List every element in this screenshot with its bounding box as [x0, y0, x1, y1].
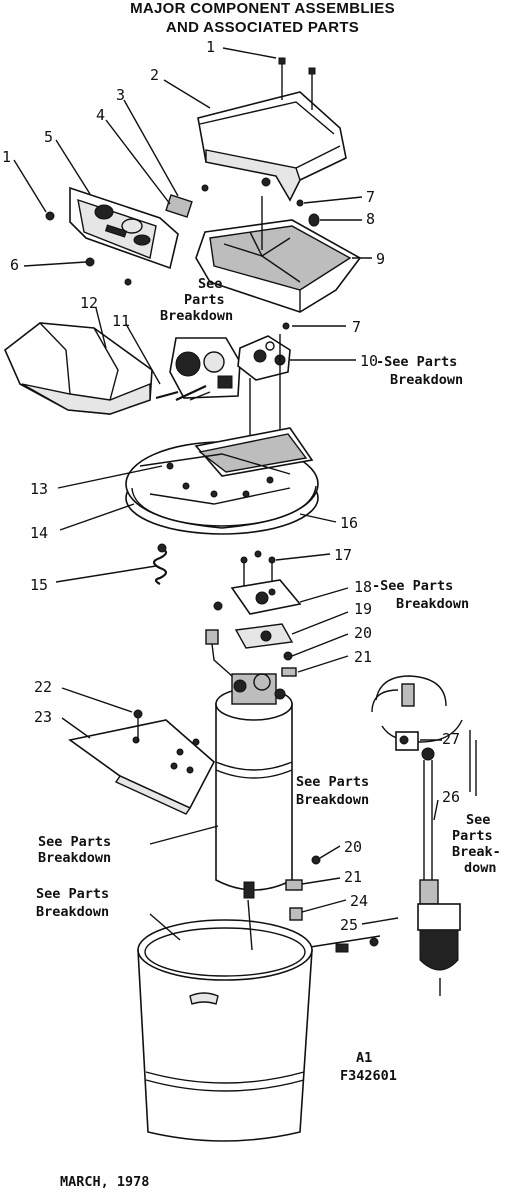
- note-brine-see: See: [466, 812, 490, 828]
- part-21-nipple: [281, 667, 297, 677]
- part-1-screw-left: [45, 211, 55, 221]
- part-20-fitting-lower: [311, 855, 321, 865]
- callout-3: 3: [116, 86, 125, 104]
- callout-14: 14: [30, 524, 48, 542]
- see-parts-notes: See Parts Breakdown -See Parts Breakdown…: [36, 276, 501, 920]
- callout-24: 24: [350, 892, 368, 910]
- part-23-plate: [68, 719, 216, 815]
- note-10-breakdown: Breakdown: [390, 372, 463, 388]
- part-21-nipple-lower: [285, 879, 303, 891]
- part-6-screw: [85, 257, 95, 267]
- part-7-screw-lower: [282, 322, 290, 330]
- part-11-timer: [155, 337, 241, 401]
- salt-storage-tank: [137, 899, 313, 1142]
- note-brine-break: Break-: [452, 844, 501, 860]
- part-13-14-base-plate: [125, 427, 319, 535]
- callout-21-lower: 21: [344, 868, 362, 886]
- part-24-elbow: [289, 907, 303, 921]
- drawing-id-line2: F342601: [340, 1068, 397, 1084]
- part-26-brine-tube: [371, 675, 477, 996]
- note-left-breakdown: Breakdown: [38, 850, 111, 866]
- diagram-title-line2: AND ASSOCIATED PARTS: [165, 19, 360, 36]
- note-parts-tray: Parts: [184, 292, 225, 308]
- leader-lines: [13, 47, 442, 941]
- part-3-screw: [201, 184, 209, 192]
- callout-18: 18: [354, 578, 372, 596]
- callout-20-lower: 20: [344, 838, 362, 856]
- part-12-side-cover: [4, 322, 153, 415]
- note-see-tray: See: [198, 276, 222, 292]
- drawing-id-line1: A1: [356, 1050, 372, 1066]
- callout-2: 2: [150, 66, 159, 84]
- callout-25: 25: [340, 916, 358, 934]
- callout-7-upper: 7: [366, 188, 375, 206]
- callout-9: 9: [376, 250, 385, 268]
- part-22-screw: [133, 709, 143, 719]
- callout-11: 11: [112, 312, 130, 330]
- part-8-nut: [308, 213, 320, 227]
- callout-1-left: 1: [2, 148, 11, 166]
- callout-10: 10: [360, 352, 378, 370]
- part-20-fitting: [283, 651, 293, 661]
- callout-numbers: 1 2 3 4 5 1 6 7 8 9 7 10 11 12 13 14 15 …: [2, 38, 460, 934]
- callout-12: 12: [80, 294, 98, 312]
- note-brine-down: down: [464, 860, 497, 876]
- callout-5: 5: [44, 128, 53, 146]
- callout-4: 4: [96, 106, 105, 124]
- note-10-see-parts: -See Parts: [376, 354, 457, 370]
- callout-15: 15: [30, 576, 48, 594]
- callout-19: 19: [354, 600, 372, 618]
- part-10-valve-body: [237, 335, 291, 381]
- callout-13: 13: [30, 480, 48, 498]
- callout-23: 23: [34, 708, 52, 726]
- note-tank-breakdown: Breakdown: [296, 792, 369, 808]
- drawing-date: MARCH, 1978: [60, 1174, 149, 1190]
- part-4-bracket: [165, 194, 193, 218]
- part-18-valve-plate: [230, 550, 302, 615]
- diagram-title-line1: MAJOR COMPONENT ASSEMBLIES: [130, 0, 395, 17]
- part-9-tray: [195, 219, 362, 313]
- callout-27: 27: [442, 730, 460, 748]
- note-left-see-parts: See Parts: [38, 834, 111, 850]
- part-2-top-cover: [197, 57, 347, 202]
- note-salt-see-parts: See Parts: [36, 886, 109, 902]
- part-25-fitting: [335, 943, 349, 953]
- callout-20-upper: 20: [354, 624, 372, 642]
- note-18-see-parts: -See Parts: [372, 578, 453, 594]
- note-tank-see-parts: See Parts: [296, 774, 369, 790]
- callout-1-top: 1: [206, 38, 215, 56]
- part-5-front-panel: [69, 186, 179, 270]
- resin-tank: [215, 673, 293, 899]
- callout-8: 8: [366, 210, 375, 228]
- callout-21-upper: 21: [354, 648, 372, 666]
- screw-small: [124, 278, 132, 286]
- part-19-gasket: [234, 623, 294, 649]
- note-brine-parts: Parts: [452, 828, 493, 844]
- note-18-breakdown: Breakdown: [396, 596, 469, 612]
- part-7-screw-upper: [296, 199, 304, 207]
- screw-tray: [261, 177, 271, 187]
- callout-26: 26: [442, 788, 460, 806]
- callout-6: 6: [10, 256, 19, 274]
- callout-22: 22: [34, 678, 52, 696]
- note-breakdown-tray: Breakdown: [160, 308, 233, 324]
- callout-17: 17: [334, 546, 352, 564]
- note-salt-breakdown: Breakdown: [36, 904, 109, 920]
- callout-7-lower: 7: [352, 318, 361, 336]
- callout-16: 16: [340, 514, 358, 532]
- part-15-spring: [152, 546, 168, 585]
